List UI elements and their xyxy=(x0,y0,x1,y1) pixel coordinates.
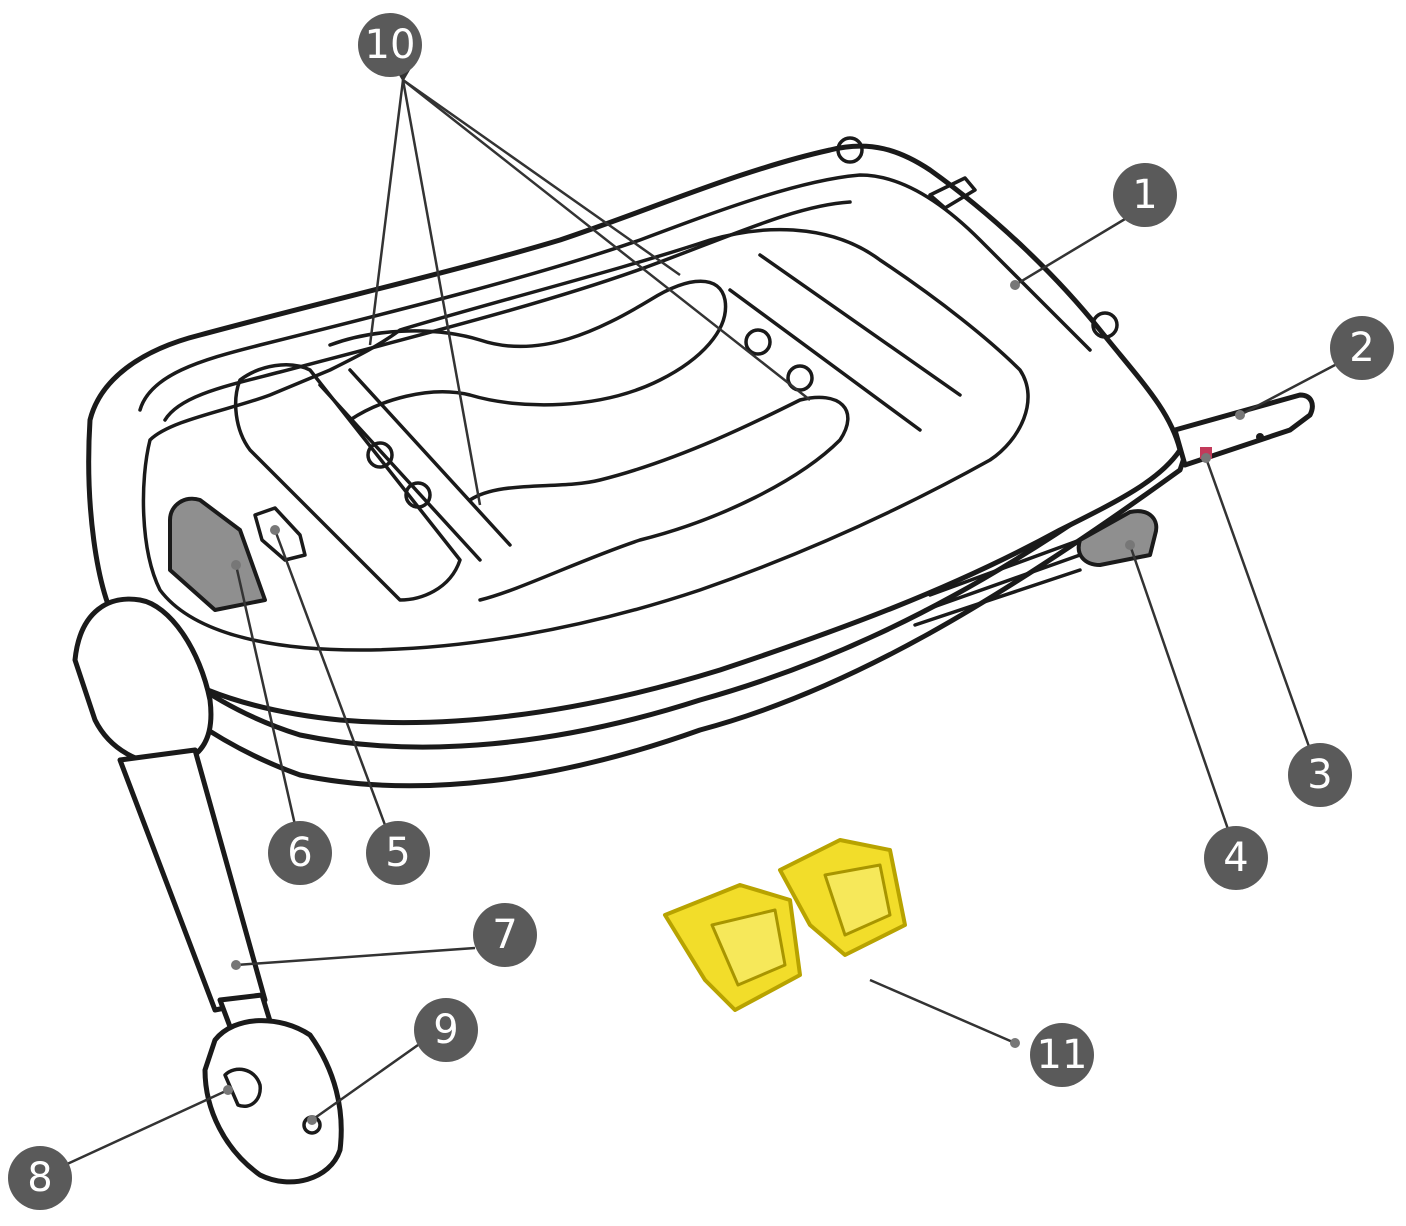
callout-6: 6 xyxy=(268,821,332,885)
leader-8 xyxy=(64,1088,229,1167)
base-cavity xyxy=(141,227,1030,652)
leader-dot-4 xyxy=(1125,540,1135,550)
callout-9: 9 xyxy=(414,998,478,1062)
knob-f xyxy=(836,136,864,164)
callout-8-circle xyxy=(8,1146,72,1210)
callout-4-circle xyxy=(1204,826,1268,890)
base-handle-ring-inner xyxy=(163,200,852,422)
leader-dot-6 xyxy=(231,560,241,570)
callout-11-label: 11 xyxy=(1037,1032,1088,1078)
leader-dot-8 xyxy=(223,1085,233,1095)
knob-c xyxy=(366,441,394,469)
top-tab xyxy=(928,176,977,210)
leader-2 xyxy=(1239,363,1336,417)
leader-6 xyxy=(234,564,297,826)
support-leg xyxy=(72,596,344,1185)
callout-3-label: 3 xyxy=(1307,752,1332,798)
side-rail-slot xyxy=(913,538,1082,627)
leader-dot-1 xyxy=(1010,280,1020,290)
callout-badges: 1 2 3 4 5 6 7 8 xyxy=(8,13,1394,1210)
callout-11-circle xyxy=(1030,1023,1094,1087)
isofix-arm xyxy=(1172,392,1315,468)
knob-a xyxy=(744,328,772,356)
callout-7: 7 xyxy=(473,903,537,967)
callout-11: 11 xyxy=(1030,1023,1094,1087)
callout-10: 10 xyxy=(358,13,422,77)
knob-e xyxy=(1091,311,1119,339)
callout-1: 1 xyxy=(1113,163,1177,227)
callout-1-circle xyxy=(1113,163,1177,227)
callout-1-label: 1 xyxy=(1132,172,1157,218)
callout-8-label: 8 xyxy=(27,1155,52,1201)
leader-dot-9 xyxy=(307,1115,317,1125)
leader-10b xyxy=(401,79,482,506)
foot-release-knob xyxy=(223,1067,262,1108)
callout-5-circle xyxy=(366,821,430,885)
callout-6-label: 6 xyxy=(287,830,312,876)
seat-recess-rear xyxy=(328,279,728,422)
leader-3 xyxy=(1204,457,1314,756)
callout-5: 5 xyxy=(366,821,430,885)
knob-b xyxy=(786,364,814,392)
seat-recess-front xyxy=(468,395,850,602)
callout-7-label: 7 xyxy=(492,912,517,958)
leader-10a xyxy=(368,79,405,346)
adjustment-handle xyxy=(168,496,267,612)
support-leg-foot xyxy=(202,1018,344,1185)
leader-5 xyxy=(273,529,387,826)
callout-3: 3 xyxy=(1288,743,1352,807)
base-handle-ring xyxy=(138,173,1092,412)
leader-1 xyxy=(1014,208,1141,287)
clip-left-window xyxy=(710,908,787,987)
callout-9-label: 9 xyxy=(433,1007,458,1053)
callout-4: 4 xyxy=(1204,826,1268,890)
callout-3-circle xyxy=(1288,743,1352,807)
knob-d xyxy=(404,481,432,509)
leader-lines xyxy=(64,70,1336,1167)
leader-dot-3 xyxy=(1201,453,1211,463)
callout-5-label: 5 xyxy=(385,830,410,876)
leader-4 xyxy=(1128,544,1232,836)
callout-10-label: 10 xyxy=(365,22,416,68)
isofix-guide-clips xyxy=(663,838,907,1012)
adjustment-lever xyxy=(253,506,307,562)
support-leg-tube xyxy=(117,747,268,1013)
callout-2: 2 xyxy=(1330,316,1394,380)
clip-right-window xyxy=(823,863,892,937)
isofix-arm-hole xyxy=(1256,433,1264,441)
isofix-release-button xyxy=(1076,509,1159,567)
leader-dot-5 xyxy=(270,525,280,535)
callout-8: 8 xyxy=(8,1146,72,1210)
callout-6-circle xyxy=(268,821,332,885)
base-body xyxy=(86,136,1193,789)
isofix-arm-body xyxy=(1172,392,1315,468)
cross-bar-upper xyxy=(728,253,962,432)
callout-9-circle xyxy=(414,998,478,1062)
callout-2-circle xyxy=(1330,316,1394,380)
base-top-shell xyxy=(86,143,1183,726)
leader-10d xyxy=(402,79,811,401)
leader-dot-7 xyxy=(231,960,241,970)
leader-11 xyxy=(869,978,1016,1045)
front-block xyxy=(233,363,462,602)
callout-10-circle xyxy=(358,13,422,77)
leader-10c xyxy=(402,78,681,277)
leader-7 xyxy=(235,946,476,967)
leader-dot-2 xyxy=(1235,410,1245,420)
callout-4-label: 4 xyxy=(1223,835,1248,881)
leader-dot-11 xyxy=(1010,1038,1020,1048)
callout-2-label: 2 xyxy=(1349,325,1374,371)
leader-9 xyxy=(311,1043,419,1122)
callout-7-circle xyxy=(473,903,537,967)
